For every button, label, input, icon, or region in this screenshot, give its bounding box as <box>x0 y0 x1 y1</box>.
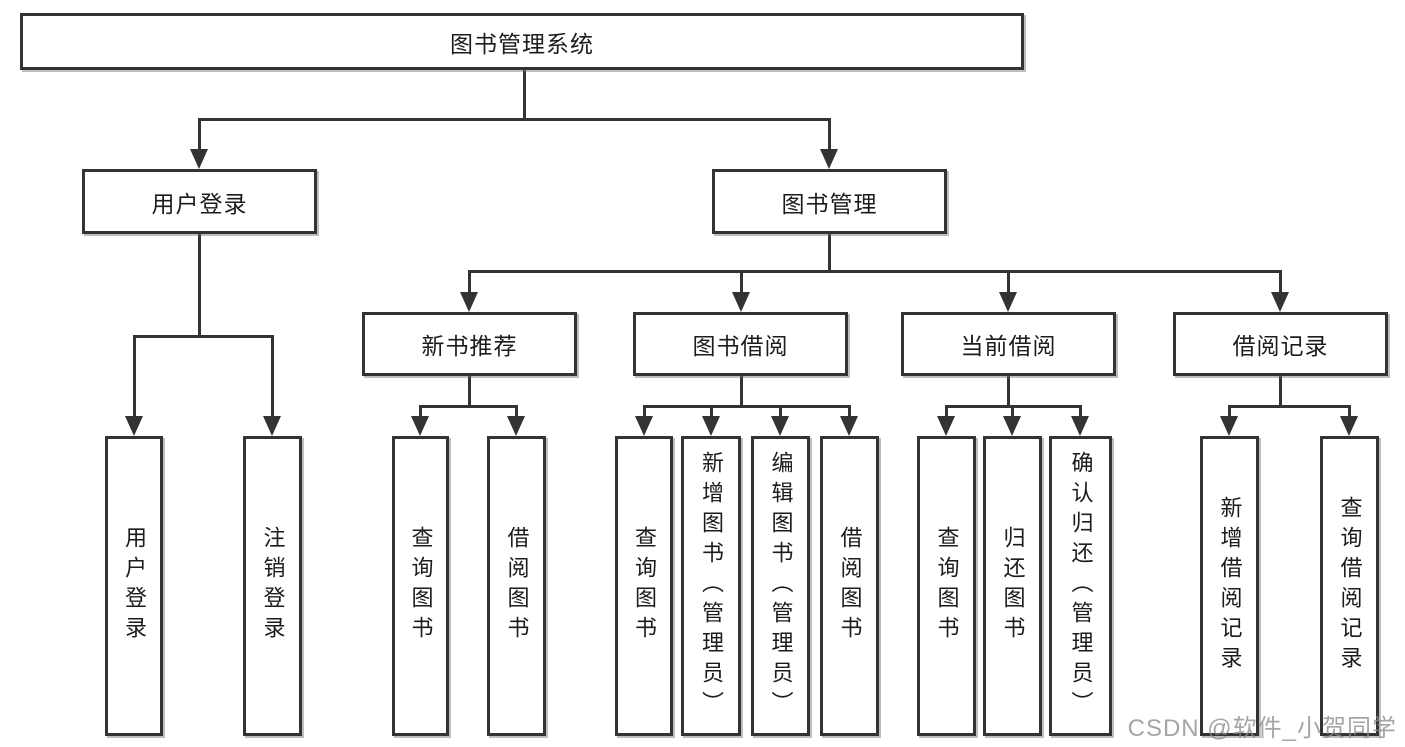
node-br-query-record: 查询借阅记录 <box>1320 436 1379 736</box>
connector-line <box>197 117 831 121</box>
connector-line <box>944 406 948 416</box>
arrowhead-down-icon <box>635 416 653 436</box>
node-label-current-borrow: 当前借阅 <box>960 333 1057 359</box>
node-label-new-book-rec: 新书推荐 <box>421 333 518 359</box>
node-cb-confirm-return-admin: 确认归还（管理员） <box>1049 436 1112 736</box>
node-cb-query-books: 查询图书 <box>917 436 976 736</box>
connector-line <box>467 269 1282 273</box>
node-label-bb-add-books-admin: 新增图书（管理员） <box>699 451 724 721</box>
connector-line <box>132 336 136 416</box>
connector-line <box>1227 406 1231 416</box>
node-book-mgmt: 图书管理 <box>712 169 947 234</box>
arrowhead-down-icon <box>820 149 838 169</box>
node-root: 图书管理系统 <box>20 13 1024 70</box>
connector-line <box>709 406 713 416</box>
connector-line <box>642 406 646 416</box>
arrowhead-down-icon <box>1271 292 1289 312</box>
connector-line <box>418 404 518 408</box>
node-login-user-login: 用户登录 <box>105 436 163 736</box>
connector-line <box>827 119 831 149</box>
connector-line <box>827 234 831 271</box>
connector-line <box>514 406 518 416</box>
connector-line <box>467 271 471 292</box>
connector-line <box>739 271 743 292</box>
node-label-rec-borrow-books: 借阅图书 <box>504 526 530 646</box>
connector-line <box>418 406 422 416</box>
node-bb-borrow-books: 借阅图书 <box>820 436 879 736</box>
connector-line <box>1278 376 1282 406</box>
arrowhead-down-icon <box>460 292 478 312</box>
node-cb-return-books: 归还图书 <box>983 436 1042 736</box>
node-label-br-add-record: 新增借阅记录 <box>1217 496 1243 676</box>
node-login-logout: 注销登录 <box>243 436 302 736</box>
connector-line <box>132 334 274 338</box>
node-label-cb-return-books: 归还图书 <box>1000 526 1026 646</box>
arrowhead-down-icon <box>732 292 750 312</box>
node-current-borrow: 当前借阅 <box>901 312 1116 376</box>
arrowhead-down-icon <box>937 416 955 436</box>
node-label-bb-edit-books-admin: 编辑图书（管理员） <box>768 451 794 721</box>
connector-line <box>1278 271 1282 292</box>
arrowhead-down-icon <box>507 416 525 436</box>
connector-line <box>778 406 782 416</box>
node-label-bb-borrow-books: 借阅图书 <box>837 526 863 646</box>
node-bb-edit-books-admin: 编辑图书（管理员） <box>751 436 810 736</box>
arrowhead-down-icon <box>263 416 281 436</box>
arrowhead-down-icon <box>1340 416 1358 436</box>
node-new-book-rec: 新书推荐 <box>362 312 577 376</box>
connector-line <box>467 376 471 406</box>
node-label-root: 图书管理系统 <box>450 30 594 57</box>
node-label-book-borrow: 图书借阅 <box>692 333 789 359</box>
node-rec-borrow-books: 借阅图书 <box>487 436 546 736</box>
node-label-bb-query-books: 查询图书 <box>632 526 657 646</box>
arrowhead-down-icon <box>411 416 429 436</box>
node-label-rec-query-books: 查询图书 <box>408 526 434 646</box>
connector-line <box>847 406 851 416</box>
connector-line <box>739 376 743 406</box>
node-label-user-login: 用户登录 <box>151 190 248 217</box>
connector-line <box>1078 406 1082 416</box>
connector-line <box>270 336 274 416</box>
arrowhead-down-icon <box>999 292 1017 312</box>
node-rec-query-books: 查询图书 <box>392 436 449 736</box>
node-user-login: 用户登录 <box>82 169 317 234</box>
node-bb-add-books-admin: 新增图书（管理员） <box>681 436 741 736</box>
node-label-br-query-record: 查询借阅记录 <box>1337 496 1363 676</box>
node-label-borrow-records: 借阅记录 <box>1232 333 1329 359</box>
node-label-book-mgmt: 图书管理 <box>781 190 878 217</box>
connector-line <box>642 404 851 408</box>
node-borrow-records: 借阅记录 <box>1173 312 1388 376</box>
connector-line <box>1010 406 1014 416</box>
connector-line <box>1347 406 1351 416</box>
arrowhead-down-icon <box>125 416 143 436</box>
node-label-login-user-login: 用户登录 <box>122 526 147 646</box>
arrowhead-down-icon <box>1220 416 1238 436</box>
csdn-watermark: CSDN @软件_小贺同学 <box>1127 715 1397 742</box>
connector-line <box>197 119 201 149</box>
node-label-cb-query-books: 查询图书 <box>934 526 960 646</box>
connector-line <box>1006 271 1010 292</box>
node-bb-query-books: 查询图书 <box>615 436 673 736</box>
connector-line <box>1006 376 1010 406</box>
node-book-borrow: 图书借阅 <box>633 312 848 376</box>
node-label-login-logout: 注销登录 <box>260 526 286 646</box>
node-br-add-record: 新增借阅记录 <box>1200 436 1259 736</box>
arrowhead-down-icon <box>1071 416 1089 436</box>
connector-line <box>1227 404 1351 408</box>
connector-line <box>197 234 201 336</box>
arrowhead-down-icon <box>840 416 858 436</box>
arrowhead-down-icon <box>702 416 720 436</box>
node-label-cb-confirm-return-admin: 确认归还（管理员） <box>1068 451 1094 721</box>
arrowhead-down-icon <box>190 149 208 169</box>
arrowhead-down-icon <box>1003 416 1021 436</box>
arrowhead-down-icon <box>771 416 789 436</box>
connector-line <box>522 70 526 119</box>
